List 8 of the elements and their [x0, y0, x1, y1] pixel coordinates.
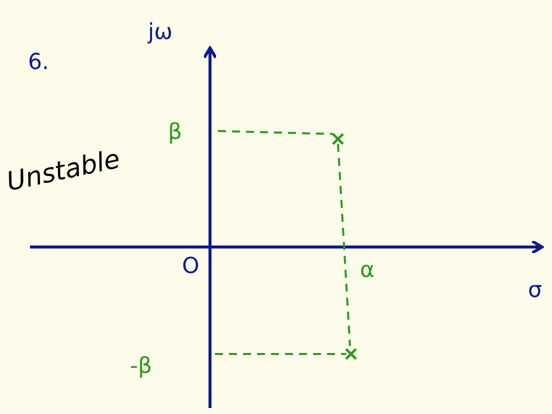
region-label: Unstable — [4, 146, 122, 196]
value-label: β — [168, 122, 182, 144]
origin-label: O — [182, 256, 200, 278]
value-label: -β — [130, 356, 152, 378]
value-label: α — [360, 260, 375, 282]
question-number: 6. — [28, 52, 49, 74]
axis-label: jω — [148, 22, 173, 44]
axis-label: σ — [528, 280, 542, 302]
